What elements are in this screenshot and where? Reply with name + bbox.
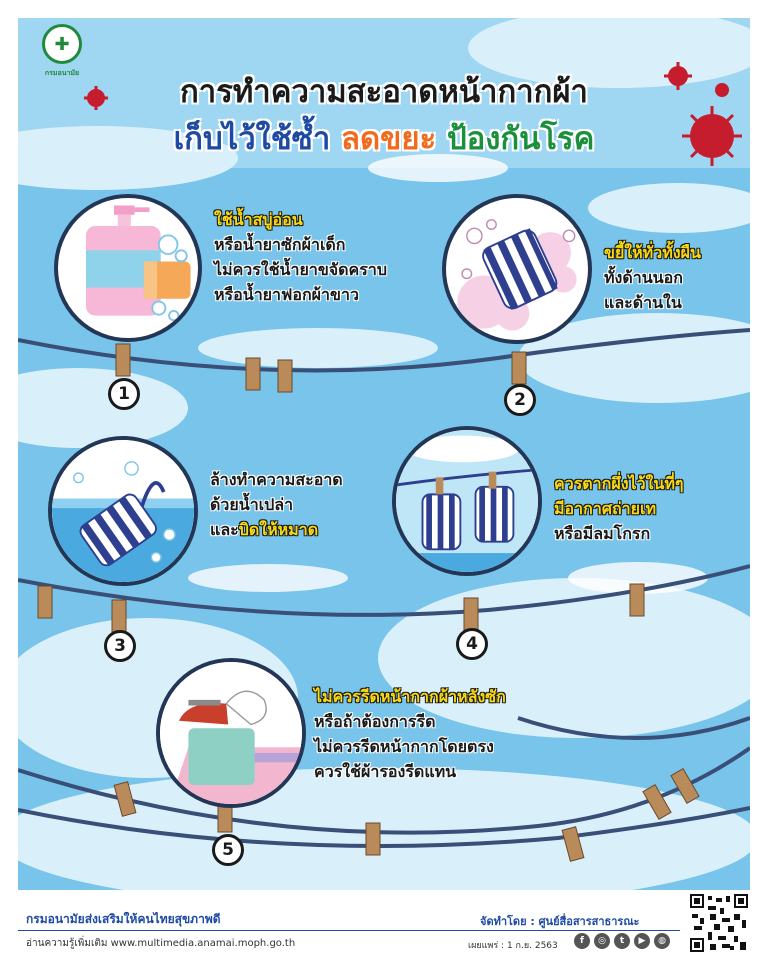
social-links: f ◎ t ▶ ◍ [574, 933, 670, 949]
twitter-icon[interactable]: t [614, 933, 630, 949]
page-subtitle: เก็บไว้ใช้ซ้ำ ลดขยะ ป้องกันโรค [18, 113, 750, 163]
step5-line: ไม่ควรรีดหน้ากากโดยตรง [314, 737, 494, 756]
subtitle-prevent-disease: ป้องกันโรค [446, 121, 595, 157]
step-number-badge: 2 [504, 384, 536, 416]
step-number-badge: 1 [108, 378, 140, 410]
virus-icons [84, 62, 742, 166]
step-number-badge: 4 [456, 628, 488, 660]
seal-icon: ✚ [42, 24, 82, 64]
step2-line: ทั้งด้านนอก [604, 268, 683, 287]
rinsing-mask-icon [52, 440, 194, 582]
step3-line: ล้างทำความสะอาด [210, 470, 343, 489]
step3-illustration [48, 436, 198, 586]
scrubbing-mask-icon [457, 219, 577, 331]
step1-highlight: ใช้น้ำสบู่อ่อน [214, 210, 303, 229]
ropes [18, 328, 750, 848]
subtitle-reduce-waste: ลดขยะ [341, 121, 437, 157]
footer: กรมอนามัยส่งเสริมให้คนไทยสุขภาพดี อ่านคว… [0, 890, 768, 960]
youtube-icon[interactable]: ▶ [634, 933, 650, 949]
page-title: การทำความสะอาดหน้ากากผ้า [180, 74, 588, 110]
step3-text: ล้างทำความสะอาด ด้วยน้ำเปล่า และบิดให้หม… [210, 467, 343, 542]
footer-divider [18, 930, 680, 931]
step5-line: หรือถ้าต้องการรีด [314, 712, 436, 731]
step3-highlight: บิดให้หมาด [238, 520, 319, 539]
step-number-badge: 5 [212, 834, 244, 866]
dribbble-icon[interactable]: ◍ [654, 933, 670, 949]
step5-line: ควรใช้ผ้ารองรีดแทน [314, 762, 457, 781]
footer-org: กรมอนามัยส่งเสริมให้คนไทยสุขภาพดี [26, 912, 221, 926]
step4-line: หรือมีลมโกรก [554, 524, 651, 543]
step4-text: ควรตากผึ่งไว้ในที่ๆ มีอากาศถ่ายเท หรือมี… [554, 471, 683, 546]
step2-illustration [442, 194, 592, 344]
step5-illustration [156, 658, 306, 808]
ministry-logo: ✚ กรมอนามัย [32, 24, 92, 94]
footer-more-info-link[interactable]: อ่านความรู้เพิ่มเติม www.multimedia.anam… [26, 938, 296, 949]
step1-line: ไม่ควรใช้น้ำยาขจัดคราบ [214, 260, 387, 279]
drying-masks-icon [396, 430, 538, 572]
step5-highlight: ไม่ควรรีดหน้ากากผ้าหลังซัก [314, 687, 506, 706]
soap-bottle-icon [86, 205, 191, 322]
line-icon[interactable]: ◎ [594, 933, 610, 949]
ironing-icon [160, 662, 302, 804]
footer-produced-by: จัดทำโดย : ศูนย์สื่อสารสาธารณะ [480, 915, 640, 928]
step4-highlight: มีอากาศถ่ายเท [554, 499, 657, 518]
step2-line: และด้านใน [604, 293, 682, 312]
clothespins [37, 343, 700, 862]
background-scene [18, 18, 750, 890]
poster: ✚ กรมอนามัย การทำความสะอาดหน้ากากผ้า เก็… [18, 18, 750, 890]
step2-highlight: ขยี้ให้ทั่วทั้งผืน [604, 243, 701, 262]
step2-text: ขยี้ให้ทั่วทั้งผืน ทั้งด้านนอก และด้านใน [604, 240, 701, 315]
step4-illustration [392, 426, 542, 576]
step1-line: หรือน้ำยาซักผ้าเด็ก [214, 235, 346, 254]
qr-code-icon[interactable] [690, 894, 748, 952]
step4-highlight: ควรตากผึ่งไว้ในที่ๆ [554, 474, 684, 493]
step3-line: ด้วยน้ำเปล่า [210, 495, 294, 514]
logo-org-name: กรมอนามัย [44, 69, 80, 77]
step-number-badge: 3 [104, 630, 136, 662]
step1-illustration [54, 194, 202, 342]
step5-text: ไม่ควรรีดหน้ากากผ้าหลังซัก หรือถ้าต้องกา… [314, 684, 506, 784]
step3-line: และบิดให้หมาด [210, 520, 319, 539]
step1-line: หรือน้ำยาฟอกผ้าขาว [214, 285, 359, 304]
facebook-icon[interactable]: f [574, 933, 590, 949]
subtitle-reuse: เก็บไว้ใช้ซ้ำ [173, 121, 331, 157]
footer-published-date: เผยแพร่ : 1 ก.ย. 2563 [468, 941, 558, 951]
step1-text: ใช้น้ำสบู่อ่อน หรือน้ำยาซักผ้าเด็ก ไม่คว… [214, 207, 387, 307]
